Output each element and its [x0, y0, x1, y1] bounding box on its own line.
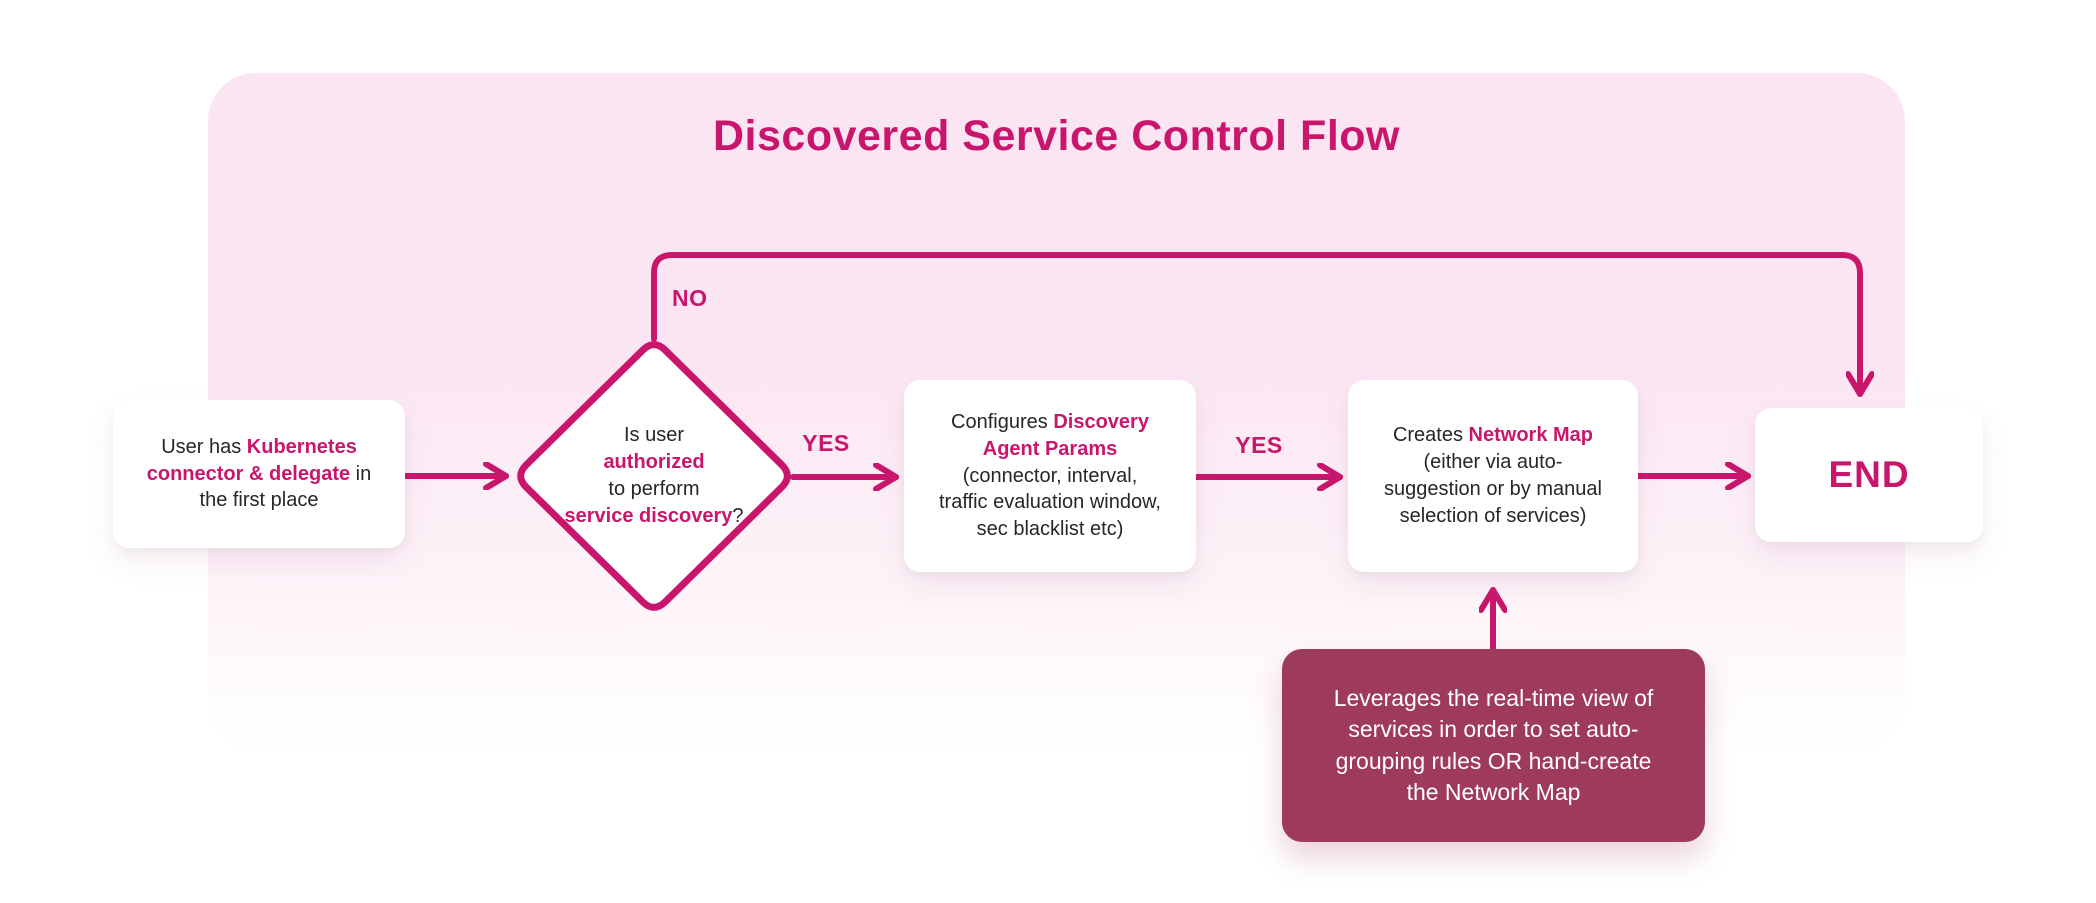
edge-label-no: NO: [672, 285, 708, 311]
text-segment: (connector, interval, traffic evaluation…: [939, 464, 1161, 541]
accent-text-segment: Discovery Agent Params: [982, 411, 1149, 460]
accent-text-segment: Network Map: [1468, 424, 1594, 447]
node-start-text: User has Kubernetes connector & delegate…: [131, 434, 387, 514]
text-segment: Is user: [623, 424, 685, 447]
accent-text-segment: Kubernetes connector & delegate: [146, 435, 357, 485]
note-leverages-realtime-view: Leverages the real-time view of services…: [1282, 649, 1705, 842]
node-end: END: [1755, 408, 1983, 542]
node-configure-discovery-params: Configures Discovery Agent Params (conne…: [904, 380, 1196, 572]
text-segment: (either via auto- suggestion or by manua…: [1384, 451, 1602, 527]
node-start-kubernetes-connector: User has Kubernetes connector & delegate…: [113, 400, 405, 548]
decision-diamond-shape: [517, 341, 791, 611]
text-segment: to perform: [608, 478, 700, 500]
node-decision-authorized: Is user authorized to perform service di…: [534, 390, 774, 562]
text-segment: User has: [161, 435, 247, 458]
diagram-title: Discovered Service Control Flow: [713, 112, 1400, 160]
accent-text-segment: authorized: [603, 451, 705, 474]
edge-label-yes-configure: YES: [1235, 432, 1283, 458]
edge-decision-no-to-end: [651, 252, 1860, 397]
text-segment: Configures: [951, 411, 1054, 433]
accent-text-segment: service discovery: [564, 504, 733, 527]
edge-label-yes-decision: YES: [802, 430, 850, 456]
node-create-network-map: Creates Network Map (either via auto- su…: [1348, 380, 1638, 572]
text-segment: ?: [732, 504, 744, 527]
text-segment: in the first place: [199, 462, 372, 512]
node-decision-text: Is user authorized to perform service di…: [564, 422, 743, 529]
node-create-text: Creates Network Map (either via auto- su…: [1384, 422, 1602, 529]
note-text: Leverages the real-time view of services…: [1333, 684, 1654, 805]
text-segment: Creates: [1392, 424, 1469, 447]
node-end-label: END: [1828, 454, 1910, 496]
node-configure-text: Configures Discovery Agent Params (conne…: [922, 409, 1178, 543]
